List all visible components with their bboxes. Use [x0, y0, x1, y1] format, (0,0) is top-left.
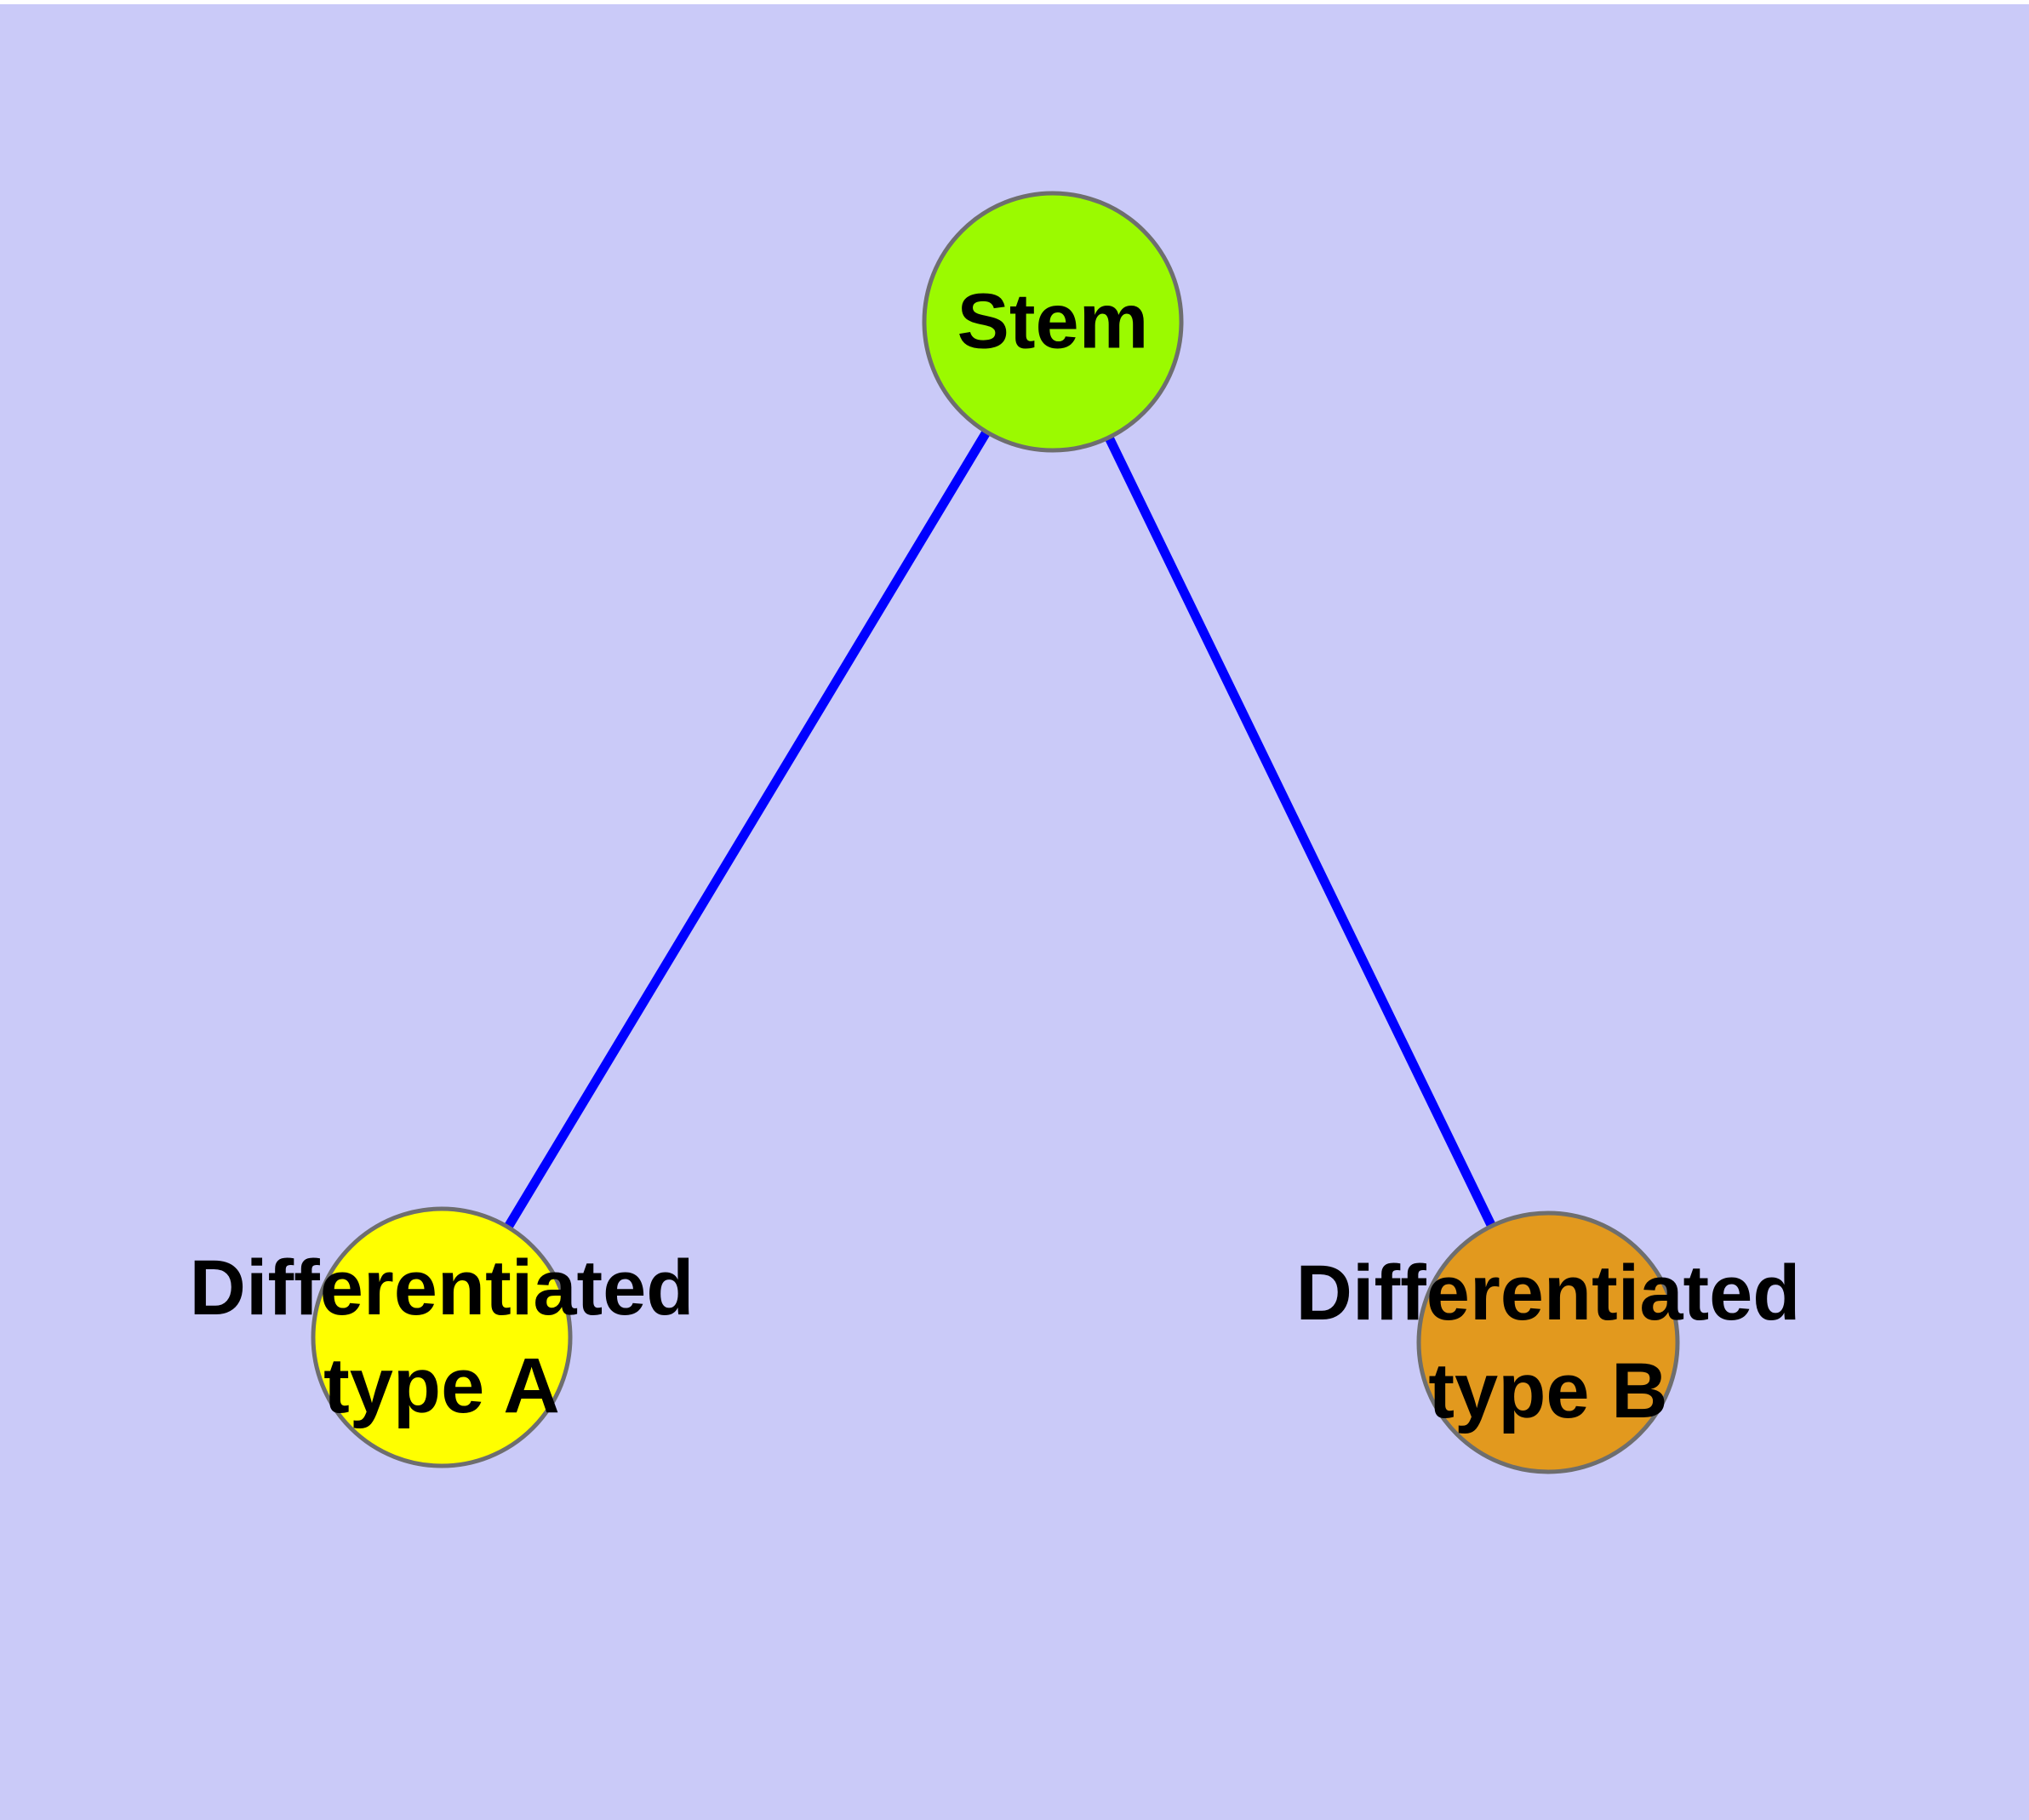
node-type-a	[311, 1206, 573, 1468]
edge-stem-to-type-b	[1049, 319, 1552, 1345]
node-type-b	[1416, 1210, 1680, 1474]
edge-stem-to-type-a	[437, 319, 1057, 1340]
graph-svg	[311, 191, 1680, 1474]
node-stem	[922, 191, 1184, 453]
